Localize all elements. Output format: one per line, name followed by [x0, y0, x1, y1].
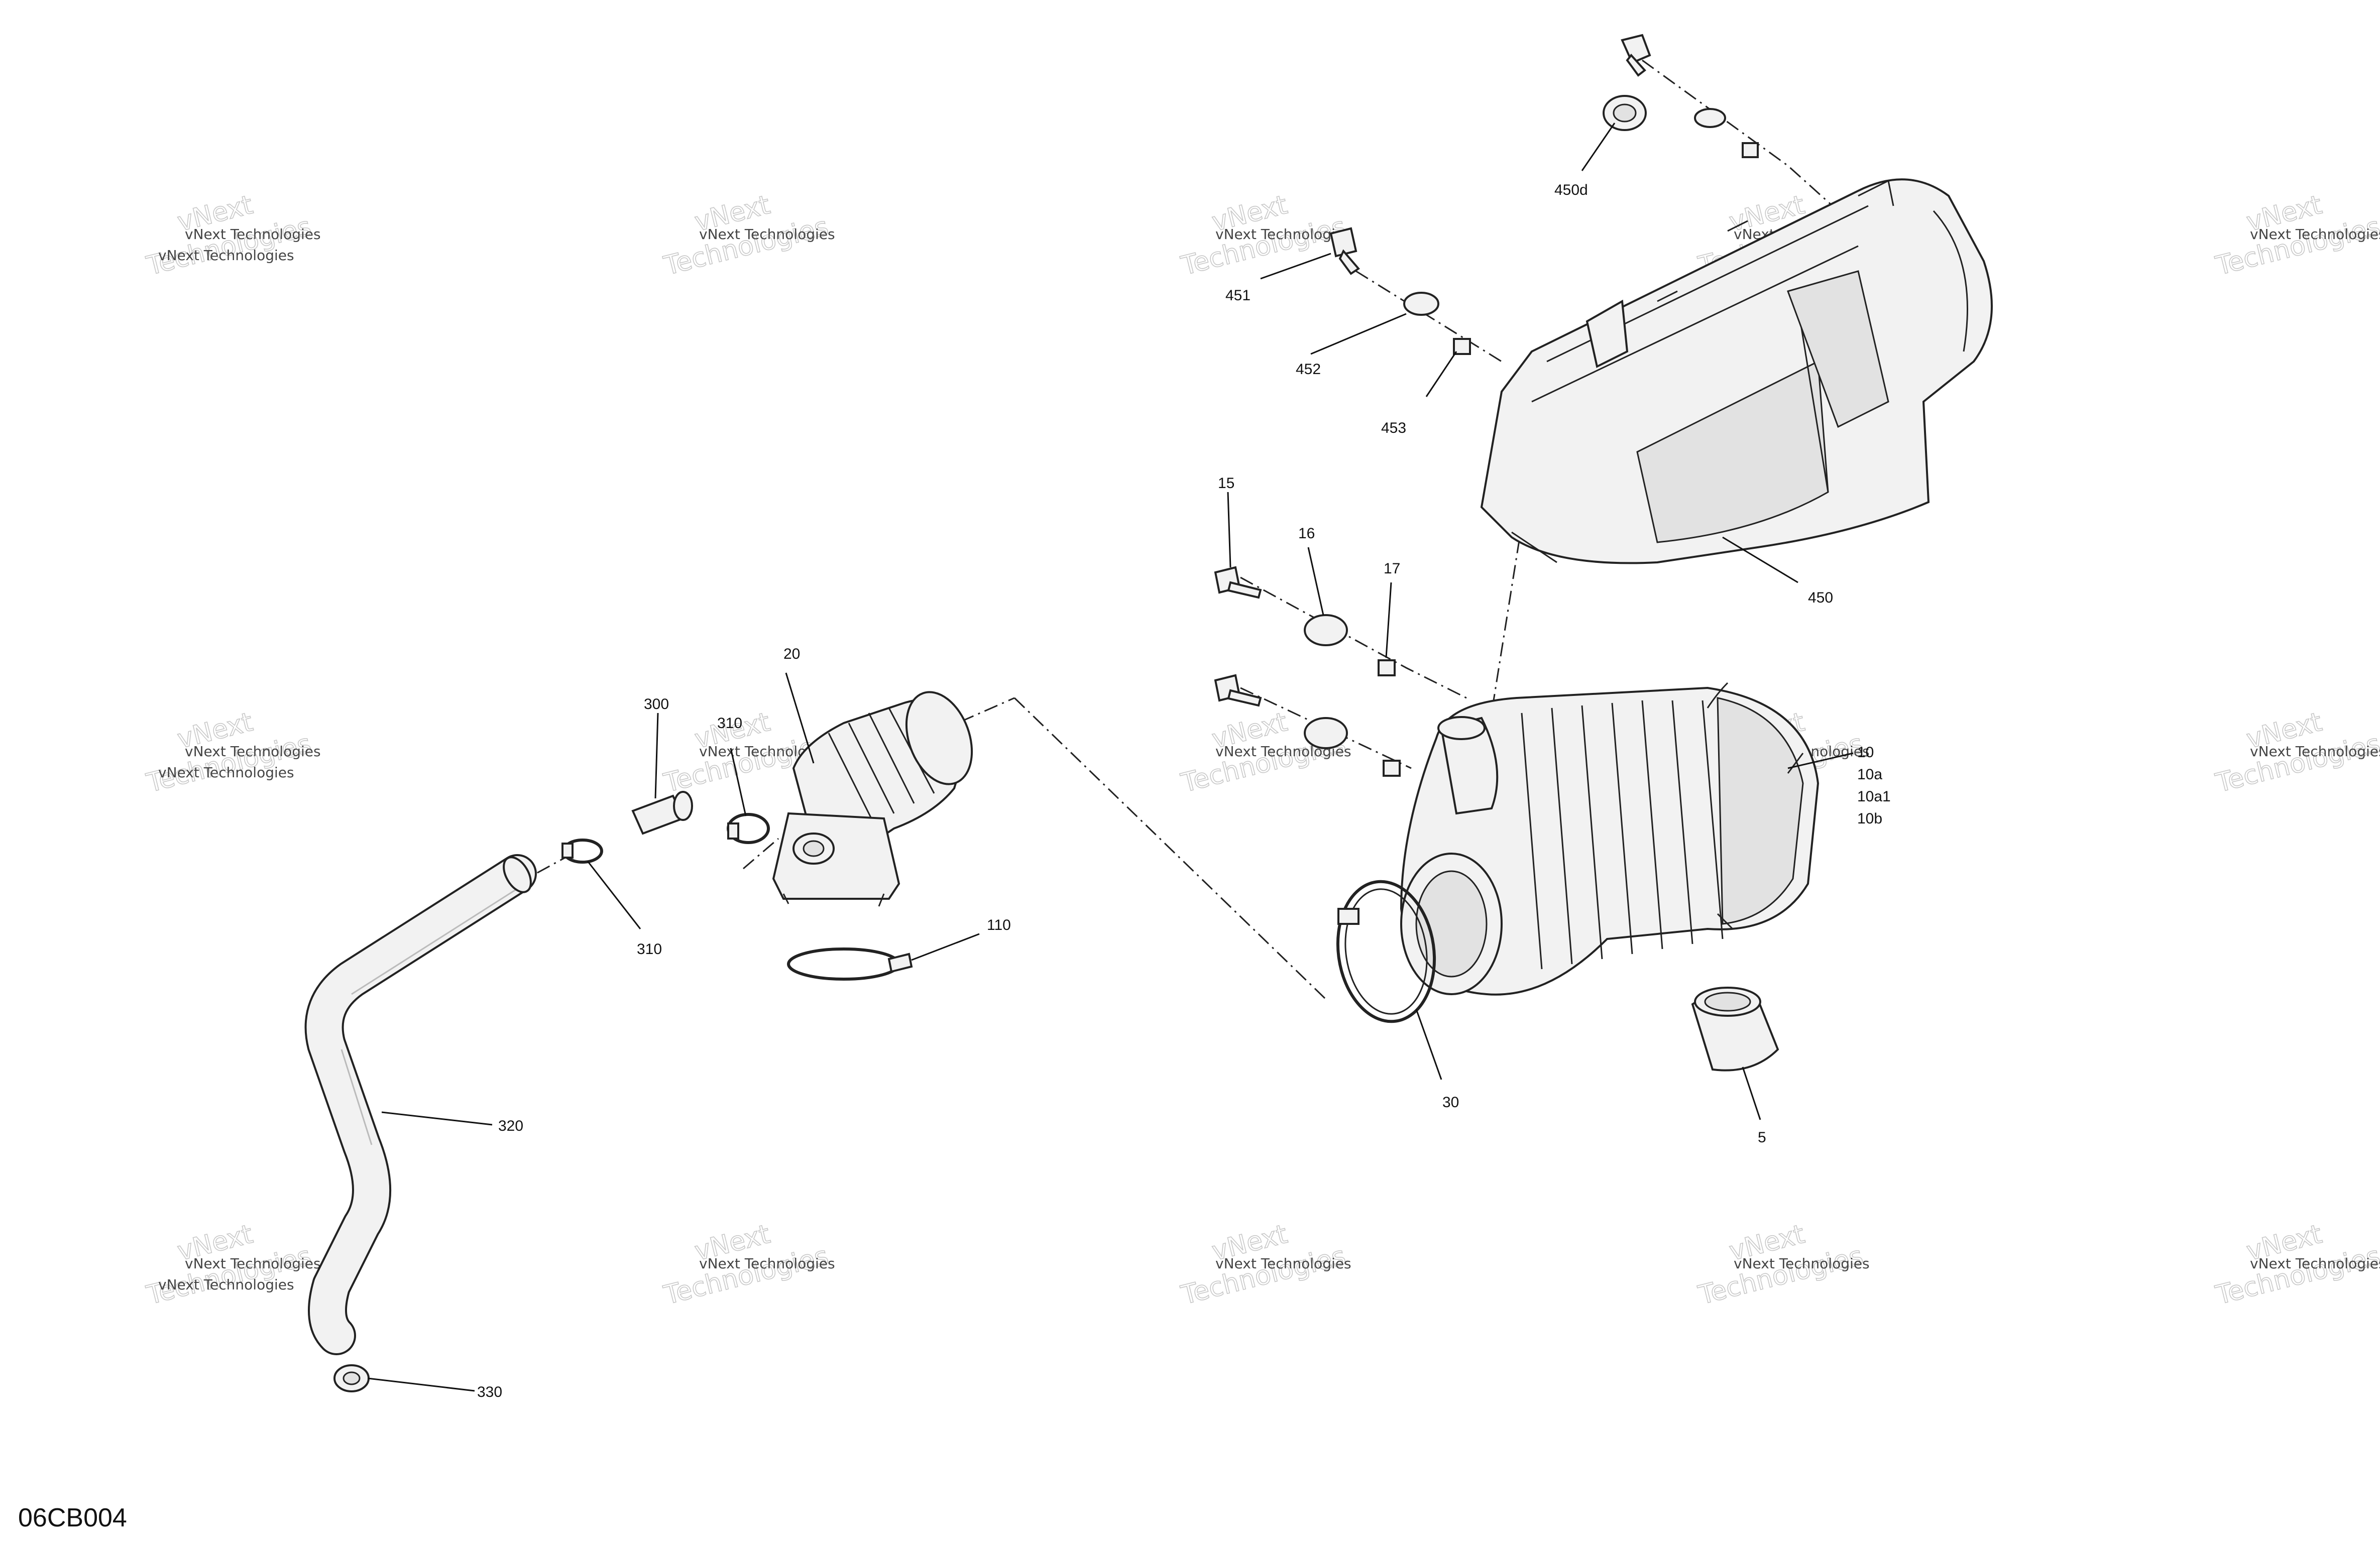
- watermark-text: vNext Technologies: [1215, 226, 1351, 243]
- callout-15: 15: [1218, 475, 1234, 492]
- nut-icon: [1378, 659, 1396, 676]
- washer-icon: [1403, 292, 1439, 316]
- watermark-text: vNext Technologies: [2250, 226, 2380, 243]
- watermark-text: vNext Technologies: [699, 1255, 835, 1272]
- callout-labels: 450d 451 452 453 450 15 16 17 20 300 310…: [477, 182, 1891, 1400]
- callout-450: 450: [1808, 589, 1833, 606]
- watermark-text: vNext Technologies: [158, 247, 294, 264]
- callout-10a1: 10a1: [1857, 788, 1891, 805]
- watermark-text: vNext Technologies: [158, 764, 294, 781]
- hose-part-320: [304, 854, 537, 1355]
- washer-icon: [1694, 108, 1726, 128]
- watermark-text: vNext Technologies: [2250, 743, 2380, 760]
- callout-450d: 450d: [1554, 182, 1588, 198]
- washer-icon: [1304, 614, 1348, 646]
- callout-310-lower: 310: [637, 941, 662, 958]
- callout-10: 10: [1857, 744, 1874, 761]
- bolt-icon: [1329, 227, 1357, 258]
- callout-451: 451: [1225, 287, 1251, 304]
- callout-330: 330: [477, 1384, 502, 1400]
- watermark-text: vNext Technologies: [185, 743, 321, 760]
- airbox-part-10: [1400, 682, 1820, 996]
- hardware-top: [1214, 34, 1759, 777]
- airbox-cover-part-450: [1480, 178, 1993, 564]
- washer-icon: [1304, 717, 1348, 749]
- watermark-text: vNext Technologies: [699, 226, 835, 243]
- hose-clamp-part-310-lower: [561, 839, 603, 864]
- callout-453: 453: [1381, 420, 1406, 436]
- callout-16: 16: [1298, 525, 1315, 542]
- watermark-text: vNext Technologies: [185, 226, 321, 243]
- callout-110: 110: [987, 917, 1011, 933]
- sleeve-part-5: [1691, 987, 1779, 1072]
- callout-10b: 10b: [1857, 810, 1882, 827]
- callout-300: 300: [644, 696, 669, 713]
- watermark-text: vNext Technologies: [185, 1255, 321, 1272]
- watermark-layer: vNext Technologies vNext Technologies vN…: [143, 189, 2380, 1311]
- watermark-text: vNext Technologies: [2250, 1255, 2380, 1272]
- nut-icon: [1453, 338, 1471, 355]
- watermark-text: vNext Technologies: [1215, 1255, 1351, 1272]
- callout-452: 452: [1296, 361, 1321, 378]
- leader-lines: [367, 123, 1854, 1392]
- diagram-code: 06CB004: [18, 1503, 127, 1532]
- watermark-text: vNext Technologies: [1734, 1255, 1870, 1272]
- intake-adapter-part-20: [772, 691, 973, 907]
- watermark-text: vNext Technologies: [158, 1276, 294, 1293]
- callout-5: 5: [1758, 1129, 1766, 1146]
- clamp-part-110: [787, 947, 913, 981]
- fitting-part-300: [631, 791, 693, 835]
- callout-17: 17: [1384, 560, 1400, 577]
- callout-10a: 10a: [1857, 766, 1882, 783]
- callout-20: 20: [783, 646, 800, 662]
- callout-30: 30: [1442, 1094, 1459, 1111]
- nut-icon: [1383, 760, 1401, 777]
- callout-310-upper: 310: [717, 715, 742, 732]
- clamp-part-30: [1336, 880, 1436, 1023]
- nut-icon: [1742, 142, 1759, 158]
- bolt-icon: [1621, 34, 1651, 64]
- clamp-part-330: [333, 1364, 370, 1392]
- hose-clamp-part-310-upper: [727, 813, 770, 844]
- callout-320: 320: [498, 1118, 523, 1134]
